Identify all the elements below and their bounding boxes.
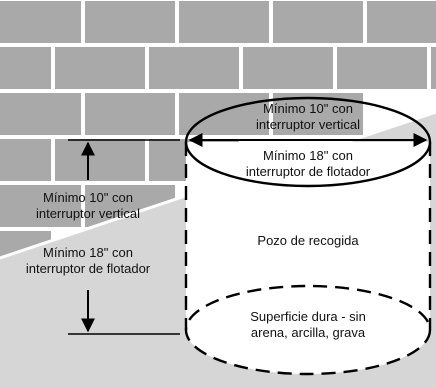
side-float-label-line2: interruptor de flotador — [26, 261, 151, 276]
pit-bottom-outline — [184, 284, 432, 376]
top-float-label-line1: Mínimo 18" con — [263, 148, 353, 163]
side-width-label-line1: Mínimo 10" con — [43, 190, 133, 205]
side-width-label-line2: interruptor vertical — [36, 206, 140, 221]
bottom-label-line1: Superficie dura - sin — [250, 309, 366, 324]
top-float-label-line2: interruptor de flotador — [246, 164, 371, 179]
top-width-label-line1: Mínimo 10" con — [263, 101, 353, 116]
pit-interior — [186, 142, 430, 374]
top-width-label-line2: interruptor vertical — [256, 117, 360, 132]
pit-label: Pozo de recogida — [257, 233, 359, 248]
bottom-label-line2: arena, arcilla, grava — [251, 325, 366, 340]
side-float-label-line1: Mínimo 18" con — [43, 245, 133, 260]
